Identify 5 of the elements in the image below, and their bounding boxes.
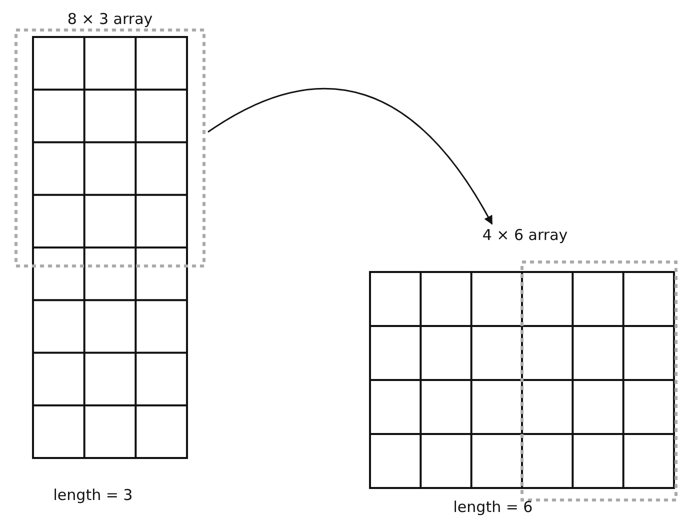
length-label: length = 6 — [452, 498, 534, 516]
array-label: 4 × 6 array — [481, 226, 569, 244]
length-label: length = 3 — [52, 486, 134, 504]
array-label: 8 × 3 array — [66, 10, 154, 28]
curved-arrow — [208, 88, 493, 225]
